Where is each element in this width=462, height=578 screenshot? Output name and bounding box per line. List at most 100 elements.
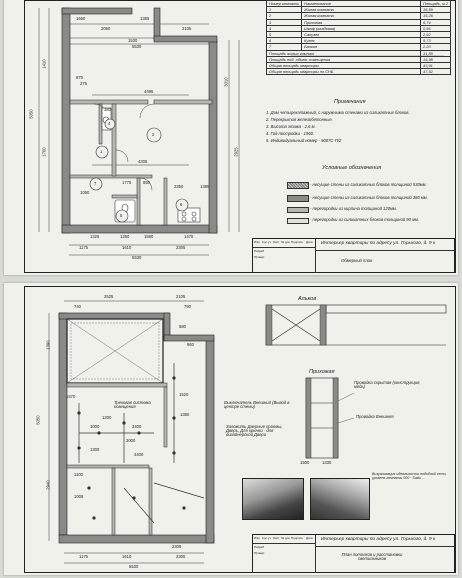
dim-bottom: 2305 xyxy=(176,554,186,559)
dim-bottom: 2305 xyxy=(176,245,186,250)
drawing-frame xyxy=(24,0,456,273)
dim-small: 1325 xyxy=(90,234,100,239)
stamp-header: Подпись xyxy=(291,240,303,244)
dim-left-total: 5050 xyxy=(35,415,41,425)
stamp-header: Изм xyxy=(254,536,260,540)
dim-small: 870 xyxy=(76,75,83,80)
dim-misc: 4400 xyxy=(134,452,144,457)
dim-left: 1760 xyxy=(41,147,47,157)
room-number: 4 xyxy=(108,121,111,126)
stamp-divider xyxy=(315,239,454,251)
dim-misc: 960 xyxy=(187,342,194,347)
room-number: 5 xyxy=(120,213,123,218)
annotation-track-lighting: Трековая система освещения xyxy=(114,400,151,410)
note-line: 3. Высота этажа - 2,6 м. xyxy=(266,124,316,129)
dim-misc: 1570 xyxy=(66,394,76,399)
dim-top-small: 740 xyxy=(74,304,81,309)
header-number: Номер комнаты xyxy=(265,0,303,8)
stamp-role: Разраб xyxy=(254,249,265,253)
hallway-label: Прихожая xyxy=(309,369,335,375)
dim-left: 2940 xyxy=(45,480,51,490)
stamp-divider xyxy=(315,535,316,573)
dim-misc: 1380 xyxy=(180,412,190,417)
stamp-header: Лист xyxy=(273,240,280,244)
header-area: Площадь, м.2 xyxy=(420,0,451,8)
dim-misc: 1000 xyxy=(90,424,100,429)
room-number: 2 xyxy=(152,132,155,137)
dim-bottom-total: 5530 xyxy=(129,564,139,569)
summary-name: Общая площадь квартиры по СНБ xyxy=(265,68,422,76)
dim-misc: 1100 xyxy=(74,472,84,477)
legend-swatch-90 xyxy=(287,218,309,224)
stamp-divider xyxy=(315,535,454,547)
dim-top: 2525 xyxy=(104,294,114,299)
summary-area: 47,52 xyxy=(420,68,451,76)
measured-plan-sheet: 1660 2060 1365 1530 2105 5530 5050 1410 … xyxy=(4,0,458,275)
render-image xyxy=(310,478,370,520)
dim-misc: 3400 xyxy=(132,424,142,429)
annotation-external-wiring: Проводка Внешняя xyxy=(356,414,394,419)
dim-top-total: 5530 xyxy=(132,44,142,49)
dim-small: 275 xyxy=(80,81,87,86)
room-number: 7 xyxy=(94,181,97,186)
dim-top: 1365 xyxy=(140,16,150,21)
drawing-frame xyxy=(24,286,456,573)
dim-bottom: 1175 xyxy=(79,554,89,559)
legend-swatch-530 xyxy=(287,182,309,189)
legend-swatch-120 xyxy=(287,207,309,213)
dim-bottom: 1175 xyxy=(79,245,89,250)
hallway-dim: 1330 xyxy=(322,460,332,465)
note-line: 5. Индивидуальный номер - 5007С-П/2 xyxy=(266,138,342,143)
stamp-header: Кол.уч xyxy=(262,240,271,244)
dim-misc: 1200 xyxy=(102,415,112,420)
dim-misc: 2000 xyxy=(126,438,136,443)
stamp-header: Лист xyxy=(273,536,280,540)
render-caption: Визуализация идеальности подобной сети, … xyxy=(372,472,447,480)
stamp-role: Разраб xyxy=(254,545,265,549)
stamp-project: Интерьер квартиры по адресу ул. Горького… xyxy=(321,537,436,542)
dim-bottom-total: 5530 xyxy=(132,255,142,260)
legend-item: - перегородки из силикатных блоков толщи… xyxy=(310,217,420,222)
title-block: Изм Кол.уч Лист № док Подпись Дата Разра… xyxy=(252,238,455,273)
dim-misc: 1520 xyxy=(179,392,189,397)
alcove-label: Альков xyxy=(298,296,317,302)
dim-top-small: 790 xyxy=(184,304,191,309)
render-image xyxy=(242,478,304,520)
dim-misc: 580 xyxy=(179,324,186,329)
stamp-header: № док xyxy=(281,536,290,540)
ceiling-plan-drawing xyxy=(48,300,447,564)
legend-title: Условные обозначения xyxy=(322,165,382,171)
dim-small: 1250 xyxy=(120,234,130,239)
dim-bottom: 1610 xyxy=(122,554,132,559)
stamp-sheet-name: Обмерный план xyxy=(341,258,373,263)
lighting-plan-sheet: 2525 2105 740 790 5050 1390 2940 1175 16… xyxy=(4,283,458,575)
dim-right: 3010 xyxy=(223,77,229,87)
annotation-hidden-wiring: Проводка скрытая (конструкция, медь) xyxy=(354,380,421,390)
dim-mid: 4495 xyxy=(144,89,154,94)
dim-small: 1385 xyxy=(200,184,210,189)
legend-item: - перегородки из кирпича толщиной 120мм. xyxy=(310,206,397,211)
dim-misc: 2305 xyxy=(172,544,182,549)
dim-right: 2925 xyxy=(233,147,239,157)
dim-small: 1580 xyxy=(144,234,154,239)
dim-small: 850 xyxy=(143,180,150,185)
room-number: 1 xyxy=(100,149,103,154)
legend-swatch-380 xyxy=(287,195,309,202)
stamp-header: Дата xyxy=(306,240,313,244)
dim-top: 2105 xyxy=(182,26,192,31)
annotation-switch: Выключатель Внешний (Вывод в центре стен… xyxy=(224,400,290,410)
dim-small: 1050 xyxy=(80,190,90,195)
stamp-header: Подпись xyxy=(291,536,303,540)
legend-item: - несущие стены из силикатных блоков тол… xyxy=(310,182,427,187)
stamp-role: Провер xyxy=(254,551,265,555)
annotation-doors: Заложить Дверные проемы, Дверь, Для крюч… xyxy=(226,424,283,438)
dim-left: 1410 xyxy=(41,59,47,69)
hallway-dim: 1500 xyxy=(300,460,310,465)
dim-top: 2060 xyxy=(101,26,111,31)
dim-bottom: 1610 xyxy=(122,245,132,250)
stamp-header: № док xyxy=(281,240,290,244)
room-area-table: Номер комнаты Наименование Площадь, м.2 … xyxy=(265,0,451,76)
dim-left: 1390 xyxy=(45,340,51,350)
dim-small: 380 xyxy=(104,107,111,112)
dim-top: 1530 xyxy=(128,38,138,43)
